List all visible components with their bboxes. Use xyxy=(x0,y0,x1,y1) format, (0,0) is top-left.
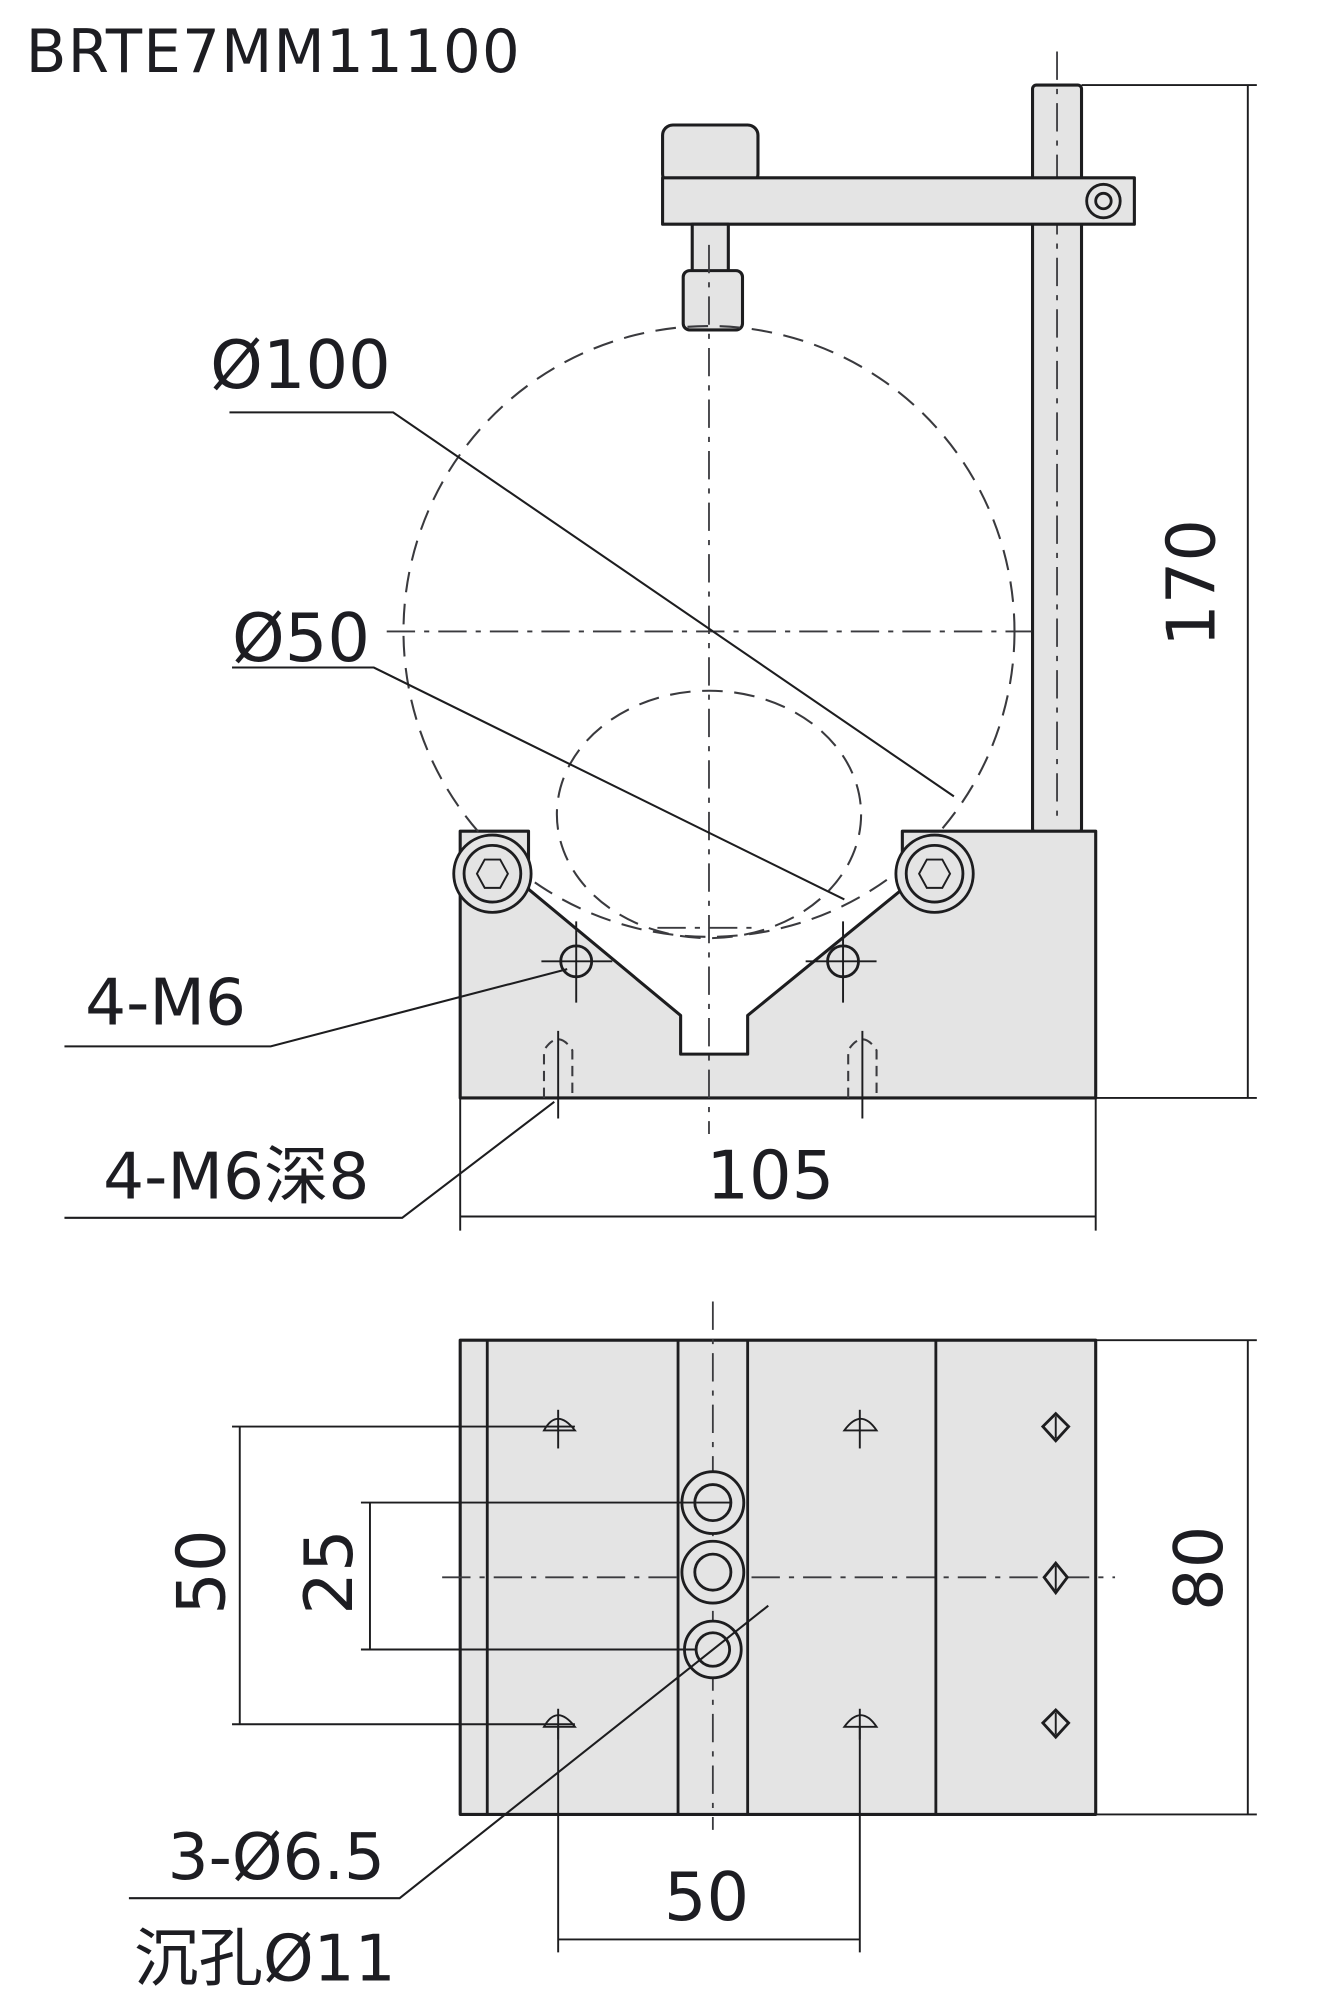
leader-diameter-100 xyxy=(229,411,955,798)
dimension-height: 170 xyxy=(1152,519,1230,647)
callout-diameter-100: Ø100 xyxy=(210,326,391,404)
v-block-base xyxy=(458,829,1098,1100)
callout-counterbore-line2: 沉孔Ø11 xyxy=(134,1922,396,1997)
front-view: Ø100 Ø50 4-M6 4-M6深8 105 170 xyxy=(64,51,1257,1231)
right-roller-screw xyxy=(894,833,975,914)
horizontal-arm xyxy=(661,176,1136,226)
top-view: 50 25 80 50 3-Ø6.5 沉孔Ø11 xyxy=(128,1301,1257,1997)
dimension-hole-spacing-horizontal: 50 xyxy=(664,1858,749,1936)
clamp-knob xyxy=(661,123,760,186)
counterbore-hole-2 xyxy=(680,1539,746,1605)
callout-counterbore-line1: 3-Ø6.5 xyxy=(168,1820,385,1895)
leader-bottom-holes xyxy=(64,1100,555,1219)
m6-hole-right xyxy=(805,921,877,1003)
leader-diameter-50 xyxy=(232,666,845,901)
post-hole-top xyxy=(1040,1411,1071,1443)
callout-bottom-holes: 4-M6深8 xyxy=(103,1139,369,1214)
bottom-tapped-hole-right xyxy=(847,1030,878,1119)
diameter-50-outline xyxy=(555,689,863,940)
plunger-shaft xyxy=(690,222,730,278)
model-number-title: BRTE7MM11100 xyxy=(26,17,521,86)
arm-pivot-screw-head xyxy=(1094,191,1113,211)
dimension-hole-spacing-vertical-outer: 50 xyxy=(162,1529,240,1614)
callout-side-holes: 4-M6 xyxy=(85,965,246,1040)
counterbore-hole-1 xyxy=(680,1470,746,1535)
dimension-width: 105 xyxy=(706,1136,834,1214)
post-hole-bottom xyxy=(1040,1708,1071,1740)
tapped-hole-symbol-tr xyxy=(842,1409,879,1449)
m6-hole-left xyxy=(541,921,613,1003)
callout-diameter-50: Ø50 xyxy=(232,599,370,677)
plunger-tip xyxy=(681,269,745,332)
left-roller-screw xyxy=(452,833,533,914)
leader-counterbore-holes xyxy=(128,1604,769,1900)
post-hole-middle xyxy=(1042,1560,1070,1596)
dimension-depth: 80 xyxy=(1160,1526,1238,1611)
dimension-hole-spacing-vertical-inner: 25 xyxy=(290,1529,368,1614)
leader-side-holes xyxy=(64,968,568,1048)
bottom-tapped-hole-left xyxy=(542,1030,574,1119)
